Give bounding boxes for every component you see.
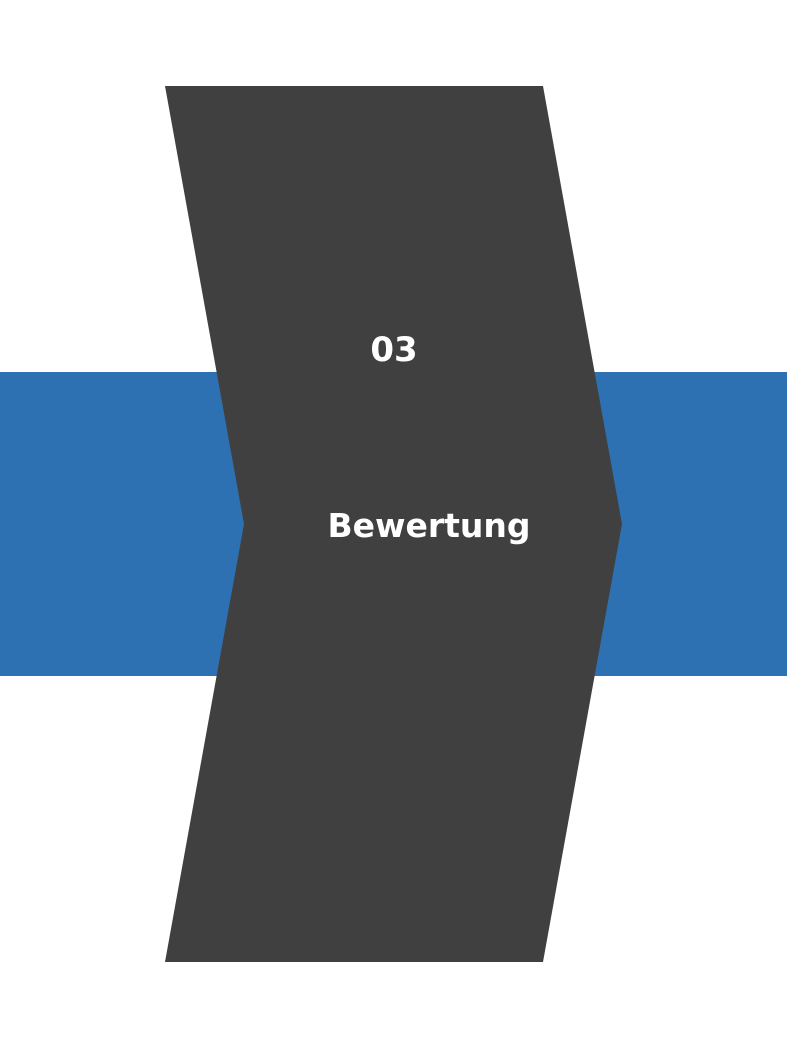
step-number: 03 — [370, 330, 418, 370]
chevron-arrow — [165, 86, 622, 962]
step-label: Bewertung — [327, 506, 531, 545]
